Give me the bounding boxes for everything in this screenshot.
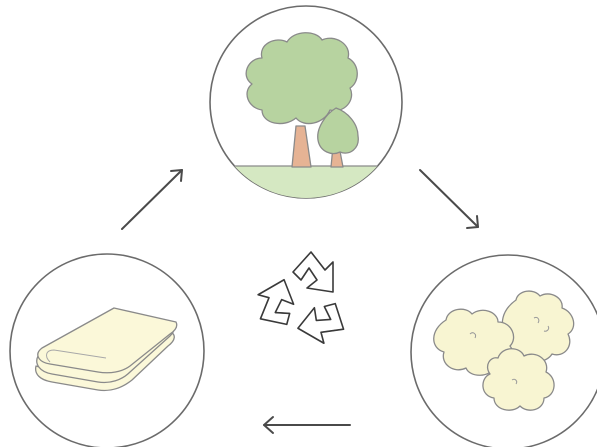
arrow-tree-to-fiber	[419, 169, 479, 229]
cotton-fiber-icon	[433, 290, 575, 411]
cloth-node	[9, 253, 205, 447]
arrow-cloth-to-tree	[121, 169, 183, 230]
tree-node	[209, 5, 403, 199]
folded-cloth-icon	[34, 307, 178, 392]
fiber-node	[410, 254, 597, 447]
recycle-icon	[248, 251, 354, 350]
ground	[210, 166, 402, 198]
arrow-fiber-to-cloth	[263, 416, 351, 434]
